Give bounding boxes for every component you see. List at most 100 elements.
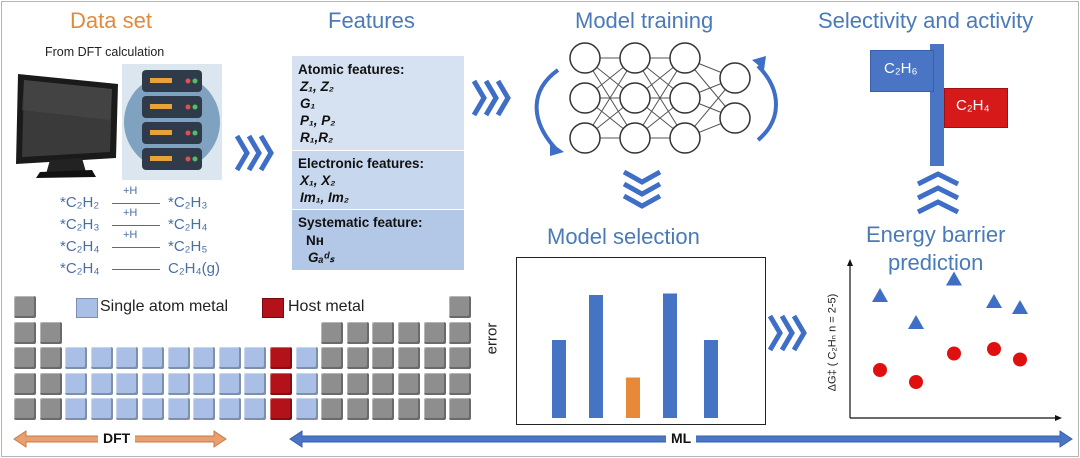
single-atom-cell	[295, 347, 318, 370]
element-cell	[398, 398, 420, 421]
single-atom-cell	[167, 398, 190, 421]
reaction-row: *C₂H₄ C₂H₄(g)	[60, 258, 260, 280]
element-cell	[14, 372, 36, 395]
legend-host-metal-label: Host metal	[288, 298, 365, 315]
nn-node	[619, 82, 651, 114]
energy-barrier-title-1: Energy barrier	[866, 222, 1006, 247]
element-cell	[372, 372, 395, 395]
single-atom-cell	[142, 372, 164, 395]
triangle-marker	[908, 315, 924, 329]
feature-item: G₁	[300, 96, 316, 111]
element-cell	[423, 321, 446, 344]
reactant: *C₂H₄	[60, 238, 100, 255]
nn-node	[669, 82, 701, 114]
model-error-chart-frame	[516, 257, 766, 425]
chevron-right-icon	[471, 79, 511, 117]
chevron-right-icon	[234, 134, 274, 172]
element-cell	[449, 296, 472, 318]
y-axis-arrow	[847, 259, 853, 266]
error-bar	[704, 340, 718, 418]
element-cell	[39, 347, 62, 370]
electronic-features-box: Electronic features: X₁, X₂ Im₁, Im₂	[292, 151, 464, 210]
atomic-features-heading: Atomic features:	[298, 62, 405, 77]
element-cell	[321, 372, 344, 395]
single-atom-cell	[244, 347, 267, 370]
chevron-down-icon	[622, 169, 662, 209]
reactant: *C₂H₄	[60, 260, 100, 277]
chevron-right-icon	[767, 314, 807, 352]
arrow-head	[752, 56, 766, 70]
single-atom-cell	[295, 398, 318, 421]
element-cell	[372, 321, 395, 344]
element-cell	[346, 398, 369, 421]
element-cell	[39, 321, 62, 344]
single-atom-cell	[90, 398, 113, 421]
computer-and-server-illustration	[16, 64, 222, 180]
circle-marker	[1013, 352, 1027, 367]
host-metal-cell	[270, 347, 292, 370]
element-cell	[449, 372, 472, 395]
element-cell	[398, 347, 420, 370]
element-cell	[372, 347, 395, 370]
chevron-up-icon	[916, 171, 960, 215]
single-atom-cell	[65, 372, 88, 395]
single-atom-cell	[116, 372, 139, 395]
feature-item: P₁, P₂	[300, 113, 336, 128]
element-cell	[449, 347, 472, 370]
single-atom-cell	[218, 398, 241, 421]
c2h6-flag-label: C₂H₆	[884, 60, 918, 77]
host-metal-cell	[270, 372, 292, 395]
triangle-marker	[872, 288, 888, 302]
nn-node	[719, 62, 751, 94]
single-atom-cell	[116, 347, 139, 370]
electronic-features-heading: Electronic features:	[298, 156, 425, 171]
element-cell	[398, 321, 420, 344]
arrow-label: +H	[123, 185, 138, 197]
element-cell	[372, 398, 395, 421]
single-atom-cell	[167, 347, 190, 370]
server-icon	[122, 64, 222, 180]
element-cell	[346, 347, 369, 370]
element-cell	[423, 372, 446, 395]
reactant: *C₂H₂	[60, 194, 100, 211]
arrow-label: +H	[123, 229, 138, 241]
cycle-arrow-left	[534, 68, 560, 150]
element-cell	[398, 372, 420, 395]
c2h6-flag	[870, 50, 934, 92]
element-cell	[14, 398, 36, 421]
single-atom-cell	[295, 372, 318, 395]
periodic-table	[14, 296, 472, 424]
element-cell	[423, 398, 446, 421]
element-cell	[321, 398, 344, 421]
error-bar	[626, 377, 640, 418]
reactant: *C₂H₃	[60, 216, 100, 233]
nn-node	[669, 42, 701, 74]
atomic-features-box: Atomic features: Z₁, Z₂ G₁ P₁, P₂ R₁,R₂	[292, 56, 464, 151]
feature-item: Nʜ	[306, 233, 324, 248]
element-cell	[346, 321, 369, 344]
element-cell	[346, 372, 369, 395]
single-atom-cell	[65, 398, 88, 421]
circle-marker	[947, 346, 961, 361]
c2h4-flag-label: C₂H₄	[956, 97, 990, 114]
single-atom-cell	[244, 398, 267, 421]
single-atom-cell	[142, 398, 164, 421]
c2h4-flag	[944, 88, 1008, 128]
reaction-row: *C₂H₃ +H *C₂H₄	[60, 207, 260, 236]
features-title: Features	[328, 8, 415, 33]
scatter-ylabel: ΔG‡ ( C₂Hₙ n = 2-5)	[826, 293, 839, 392]
reaction-arrow	[112, 247, 160, 248]
dft-calc-label: From DFT calculation	[45, 45, 165, 59]
circle-marker	[873, 363, 887, 377]
triangle-marker	[946, 271, 962, 286]
cycle-arrow-right	[756, 64, 778, 142]
feature-item: Im₁, Im₂	[300, 190, 349, 205]
arrow-label: +H	[123, 207, 138, 219]
feature-item: Gₐᵈₛ	[308, 250, 335, 265]
element-cell	[321, 347, 344, 370]
single-atom-cell	[193, 372, 216, 395]
legend-host-metal-swatch	[262, 298, 284, 318]
systematic-features-box: Systematic feature: Nʜ Gₐᵈₛ	[292, 210, 464, 270]
features-panel: Atomic features: Z₁, Z₂ G₁ P₁, P₂ R₁,R₂ …	[292, 56, 464, 270]
